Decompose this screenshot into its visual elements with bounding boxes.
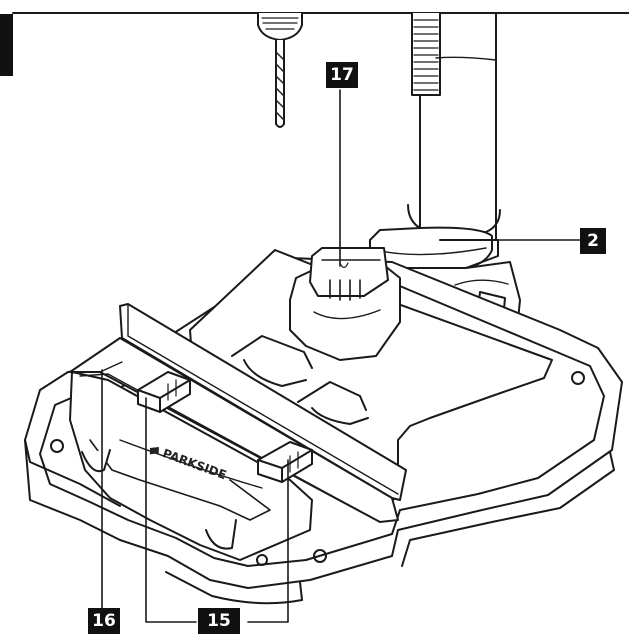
clamp-knob-left bbox=[137, 371, 191, 413]
centering-clamp bbox=[289, 247, 401, 361]
column bbox=[411, 12, 497, 241]
section-marker-tab bbox=[0, 14, 13, 76]
callout-15: 15 bbox=[198, 608, 240, 634]
clamp-knob-right bbox=[257, 441, 313, 483]
callout-16: 16 bbox=[88, 608, 120, 634]
drill-chuck bbox=[257, 12, 303, 41]
leader-15 bbox=[145, 397, 289, 623]
drill-bit bbox=[275, 39, 285, 128]
callout-17: 17 bbox=[326, 62, 358, 88]
callout-2: 2 bbox=[580, 228, 606, 254]
column-collar bbox=[369, 204, 501, 269]
leader-lines bbox=[101, 89, 581, 623]
